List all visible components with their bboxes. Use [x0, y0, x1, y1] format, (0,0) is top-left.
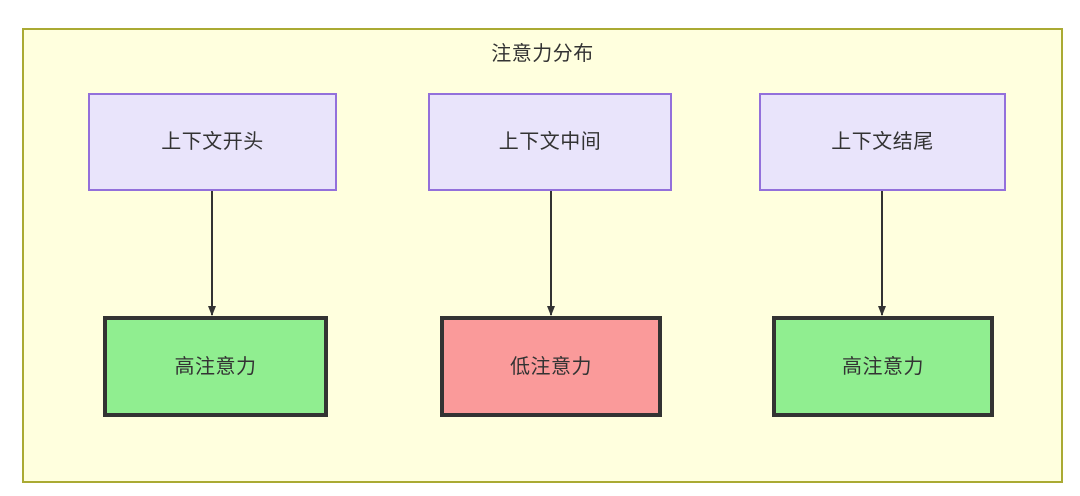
node-ctx-end[interactable]: 上下文结尾	[759, 93, 1006, 191]
node-attn-low-middle[interactable]: 低注意力	[440, 316, 662, 417]
node-attn-high-end[interactable]: 高注意力	[772, 316, 994, 417]
node-ctx-end-label: 上下文结尾	[831, 131, 934, 153]
node-attn-high-start-label: 高注意力	[174, 355, 257, 378]
node-attn-high-end-label: 高注意力	[842, 355, 924, 378]
node-ctx-start-label: 上下文开头	[161, 131, 264, 153]
diagram-title: 注意力分布	[491, 43, 594, 65]
node-attn-low-middle-label: 低注意力	[510, 355, 592, 378]
node-ctx-middle-label: 上下文中间	[498, 131, 602, 153]
node-ctx-start[interactable]: 上下文开头	[88, 93, 337, 191]
node-attn-high-start[interactable]: 高注意力	[103, 316, 328, 417]
node-ctx-middle[interactable]: 上下文中间	[428, 93, 672, 191]
